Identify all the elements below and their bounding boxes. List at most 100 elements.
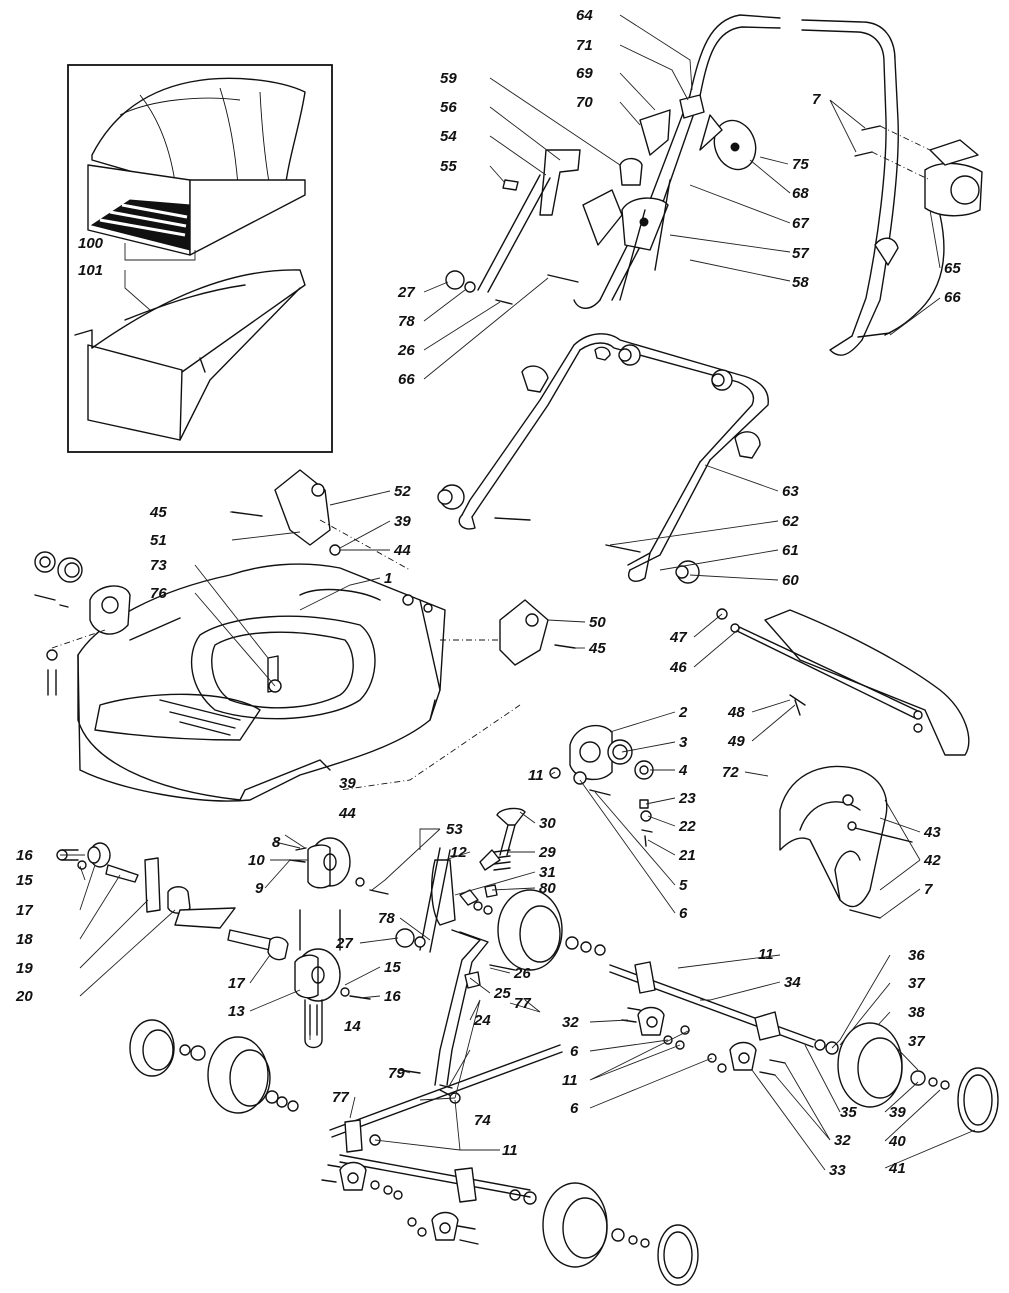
label-60: 60 xyxy=(782,572,799,589)
label-4: 4 xyxy=(678,762,688,779)
label-45-top: 45 xyxy=(149,504,167,521)
label-72: 72 xyxy=(722,764,739,781)
label-6-b: 6 xyxy=(570,1043,579,1060)
label-44-mid: 44 xyxy=(338,805,356,822)
label-36: 36 xyxy=(908,947,925,964)
label-24: 24 xyxy=(473,1012,491,1029)
label-30: 30 xyxy=(539,815,556,832)
label-13: 13 xyxy=(228,1003,245,1020)
label-26-mid: 26 xyxy=(513,965,531,982)
label-78-mid: 78 xyxy=(378,910,395,927)
label-9: 9 xyxy=(255,880,264,897)
label-19: 19 xyxy=(16,960,33,977)
label-32-a: 32 xyxy=(562,1014,579,1031)
label-63: 63 xyxy=(782,483,799,500)
mower-deck xyxy=(77,563,446,802)
label-78-top: 78 xyxy=(398,313,415,330)
label-49: 49 xyxy=(727,733,745,750)
label-11-a: 11 xyxy=(528,767,544,784)
label-31: 31 xyxy=(539,864,556,881)
label-17-b: 17 xyxy=(228,975,245,992)
rear-flap-assembly xyxy=(716,608,970,919)
linkage xyxy=(395,847,516,1099)
label-27-mid: 27 xyxy=(335,935,353,952)
label-1: 1 xyxy=(384,570,392,587)
label-64: 64 xyxy=(576,7,593,24)
label-65: 65 xyxy=(944,260,961,277)
label-38: 38 xyxy=(908,1004,925,1021)
label-71: 71 xyxy=(576,37,593,54)
label-69: 69 xyxy=(576,65,593,82)
label-3: 3 xyxy=(679,734,688,751)
label-16-a: 16 xyxy=(16,847,33,864)
label-39-mid: 39 xyxy=(339,775,356,792)
label-29: 29 xyxy=(538,844,556,861)
label-76: 76 xyxy=(150,585,167,602)
label-7-right: 7 xyxy=(924,881,933,898)
label-53: 53 xyxy=(446,821,463,838)
label-100: 100 xyxy=(78,235,104,252)
label-34: 34 xyxy=(784,974,801,991)
label-27-top: 27 xyxy=(397,284,415,301)
label-32-b: 32 xyxy=(834,1132,851,1149)
label-11-b: 11 xyxy=(758,946,774,963)
rear-roller-parts xyxy=(56,837,389,1049)
label-58: 58 xyxy=(792,274,809,291)
label-44-top: 44 xyxy=(393,542,411,559)
label-51: 51 xyxy=(150,532,167,549)
label-11-c: 11 xyxy=(562,1072,578,1089)
label-74: 74 xyxy=(474,1112,491,1129)
label-33: 33 xyxy=(829,1162,846,1179)
label-10: 10 xyxy=(248,852,265,869)
label-23: 23 xyxy=(678,790,696,807)
label-47: 47 xyxy=(669,629,687,646)
label-45-mid: 45 xyxy=(588,640,606,657)
label-41: 41 xyxy=(888,1160,906,1177)
label-37-b: 37 xyxy=(908,1033,925,1050)
deck-brackets xyxy=(34,469,576,791)
label-75: 75 xyxy=(792,156,809,173)
label-56: 56 xyxy=(440,99,457,116)
label-77-b: 77 xyxy=(332,1089,349,1106)
lower-handle xyxy=(437,333,769,584)
label-70: 70 xyxy=(576,94,593,111)
label-5: 5 xyxy=(679,877,688,894)
label-39-top: 39 xyxy=(394,513,411,530)
label-26-top: 26 xyxy=(397,342,415,359)
label-77-a: 77 xyxy=(514,995,531,1012)
label-12: 12 xyxy=(450,844,467,861)
label-79: 79 xyxy=(388,1065,405,1082)
label-14: 14 xyxy=(344,1018,361,1035)
label-68: 68 xyxy=(792,185,809,202)
label-52: 52 xyxy=(394,483,411,500)
label-15-a: 15 xyxy=(16,872,33,889)
label-40: 40 xyxy=(888,1133,906,1150)
label-6-a: 6 xyxy=(679,905,688,922)
label-42: 42 xyxy=(923,852,941,869)
label-66-right: 66 xyxy=(944,289,961,306)
label-80: 80 xyxy=(539,880,556,897)
label-6-c: 6 xyxy=(570,1100,579,1117)
label-37-a: 37 xyxy=(908,975,925,992)
label-39-bottom: 39 xyxy=(889,1104,906,1121)
label-35: 35 xyxy=(840,1104,857,1121)
grass-catcher-inset xyxy=(67,64,333,453)
label-57: 57 xyxy=(792,245,809,262)
part-number-labels: 64 71 69 70 7 75 68 67 57 58 65 66 59 56… xyxy=(15,7,961,1179)
label-15-b: 15 xyxy=(384,959,401,976)
label-54: 54 xyxy=(440,128,457,145)
label-7-top: 7 xyxy=(812,91,821,108)
label-8: 8 xyxy=(272,834,281,851)
label-21: 21 xyxy=(678,847,696,864)
label-50: 50 xyxy=(589,614,606,631)
label-22: 22 xyxy=(678,818,696,835)
label-25: 25 xyxy=(493,985,511,1002)
label-55: 55 xyxy=(440,158,457,175)
label-17-a: 17 xyxy=(16,902,33,919)
axles xyxy=(321,961,816,1245)
label-66-left: 66 xyxy=(398,371,415,388)
label-46: 46 xyxy=(669,659,687,676)
label-11-d: 11 xyxy=(502,1142,518,1159)
label-61: 61 xyxy=(782,542,799,559)
